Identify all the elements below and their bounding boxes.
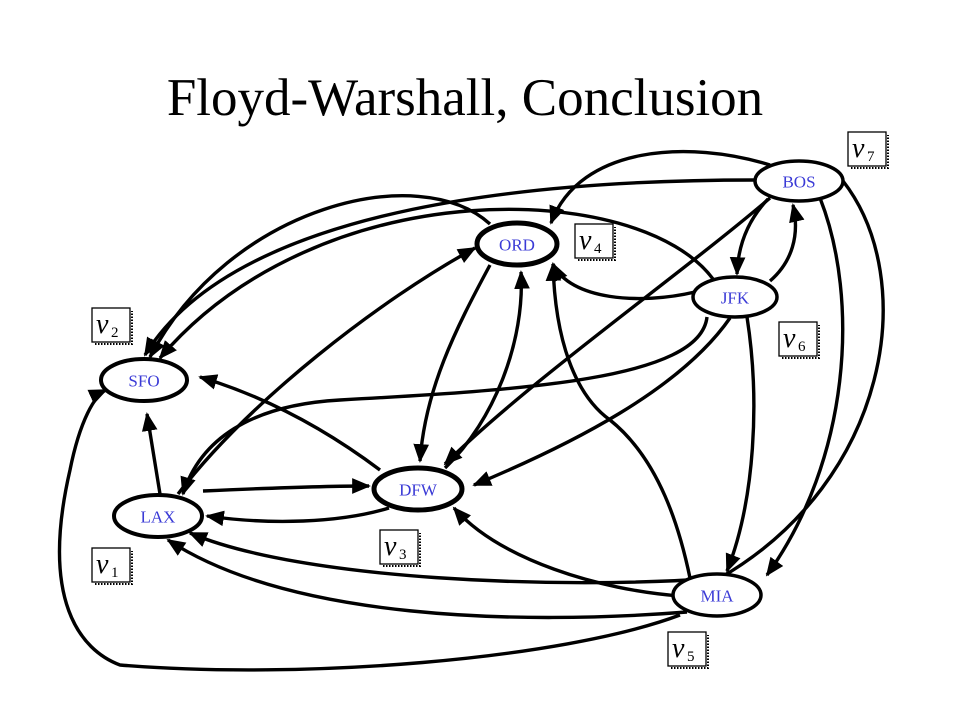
tag-shadow (782, 325, 820, 359)
node-label: DFW (399, 481, 438, 500)
edge-jfk-to-sfo (158, 207, 715, 360)
tag-box (91, 307, 131, 343)
edge-jfk-to-bos (768, 203, 805, 283)
tag-subscript: 2 (111, 325, 119, 341)
tag-letter: v (783, 323, 796, 354)
node-label: JFK (721, 289, 750, 308)
edge-mia-to-dfw (452, 506, 681, 598)
tag-subscript: 5 (687, 649, 695, 665)
tag-box (667, 631, 707, 667)
tag-shadow (671, 635, 709, 669)
node-lax: LAX (112, 493, 204, 539)
edge-bos-to-mia (765, 197, 845, 577)
tag-box (778, 321, 818, 357)
edge-bos-to-sfo (143, 178, 756, 357)
node-ellipse (371, 465, 465, 513)
edge-lax-to-ord (176, 246, 477, 496)
tag-subscript: 4 (594, 241, 602, 257)
node-label: LAX (141, 508, 176, 527)
tag-shadow (383, 533, 421, 567)
edge-dfw-to-ord (443, 270, 530, 470)
node-label: SFO (128, 372, 159, 391)
node-dfw: DFW (371, 465, 465, 513)
slide-title: Floyd-Warshall, Conclusion (166, 69, 764, 127)
edge-jfk-to-dfw (472, 317, 732, 487)
tag-letter: v (852, 133, 865, 164)
node-label: MIA (700, 587, 734, 606)
tag-shadow (578, 227, 616, 261)
tag-shadow (95, 311, 133, 345)
node-ellipse (671, 572, 763, 618)
tag-letter: v (579, 225, 592, 256)
node-ellipse (99, 357, 189, 403)
node-label: ORD (499, 236, 535, 255)
edge-bos-to-ord (549, 149, 771, 225)
nodes: SFO LAX DFW ORD JFK BOS MIA (99, 159, 845, 618)
tag-letter: v (96, 309, 109, 340)
edge-bos-to-jfk (729, 197, 770, 276)
tag-shadow (95, 551, 133, 585)
edge-mia-to-lax (166, 538, 688, 620)
node-sfo: SFO (99, 357, 189, 403)
edge-bos-to-dfw (443, 196, 772, 466)
edge-mia-to-ord (545, 262, 692, 579)
tag-letter: v (384, 531, 397, 562)
node-jfk: JFK (691, 275, 779, 319)
tag-subscript: 1 (111, 565, 119, 581)
edge-jfk-to-lax (180, 316, 709, 496)
tag-box (847, 131, 887, 167)
edges (57, 149, 885, 672)
node-label: BOS (782, 173, 815, 192)
tag-letter: v (672, 633, 685, 664)
node-ellipse (474, 220, 560, 268)
node-ellipse (753, 159, 845, 203)
tag-subscript: 3 (399, 547, 407, 563)
node-bos: BOS (753, 159, 845, 203)
edge-ord-to-sfo (148, 194, 492, 359)
node-ellipse (691, 275, 779, 319)
tag-box (379, 529, 419, 565)
edge-jfk-to-ord (551, 262, 696, 301)
edge-dfw-to-lax (205, 506, 390, 527)
edge-ord-to-dfw (413, 264, 492, 463)
tag-subscript: 7 (867, 149, 875, 165)
tag-box (574, 223, 614, 259)
edge-jfk-to-mia (725, 316, 756, 573)
edge-lax-to-sfo (141, 412, 162, 495)
tag-box (91, 547, 131, 583)
node-ellipse (112, 493, 204, 539)
node-mia: MIA (671, 572, 763, 618)
edge-mia-to-sfo (57, 388, 681, 672)
tag-shadow (851, 135, 889, 169)
edge-dfw-to-sfo (198, 374, 382, 472)
node-ord: ORD (474, 220, 560, 268)
tag-subscript: 6 (798, 339, 806, 355)
tag-letter: v (96, 549, 109, 580)
edge-lax-to-dfw (202, 478, 371, 494)
